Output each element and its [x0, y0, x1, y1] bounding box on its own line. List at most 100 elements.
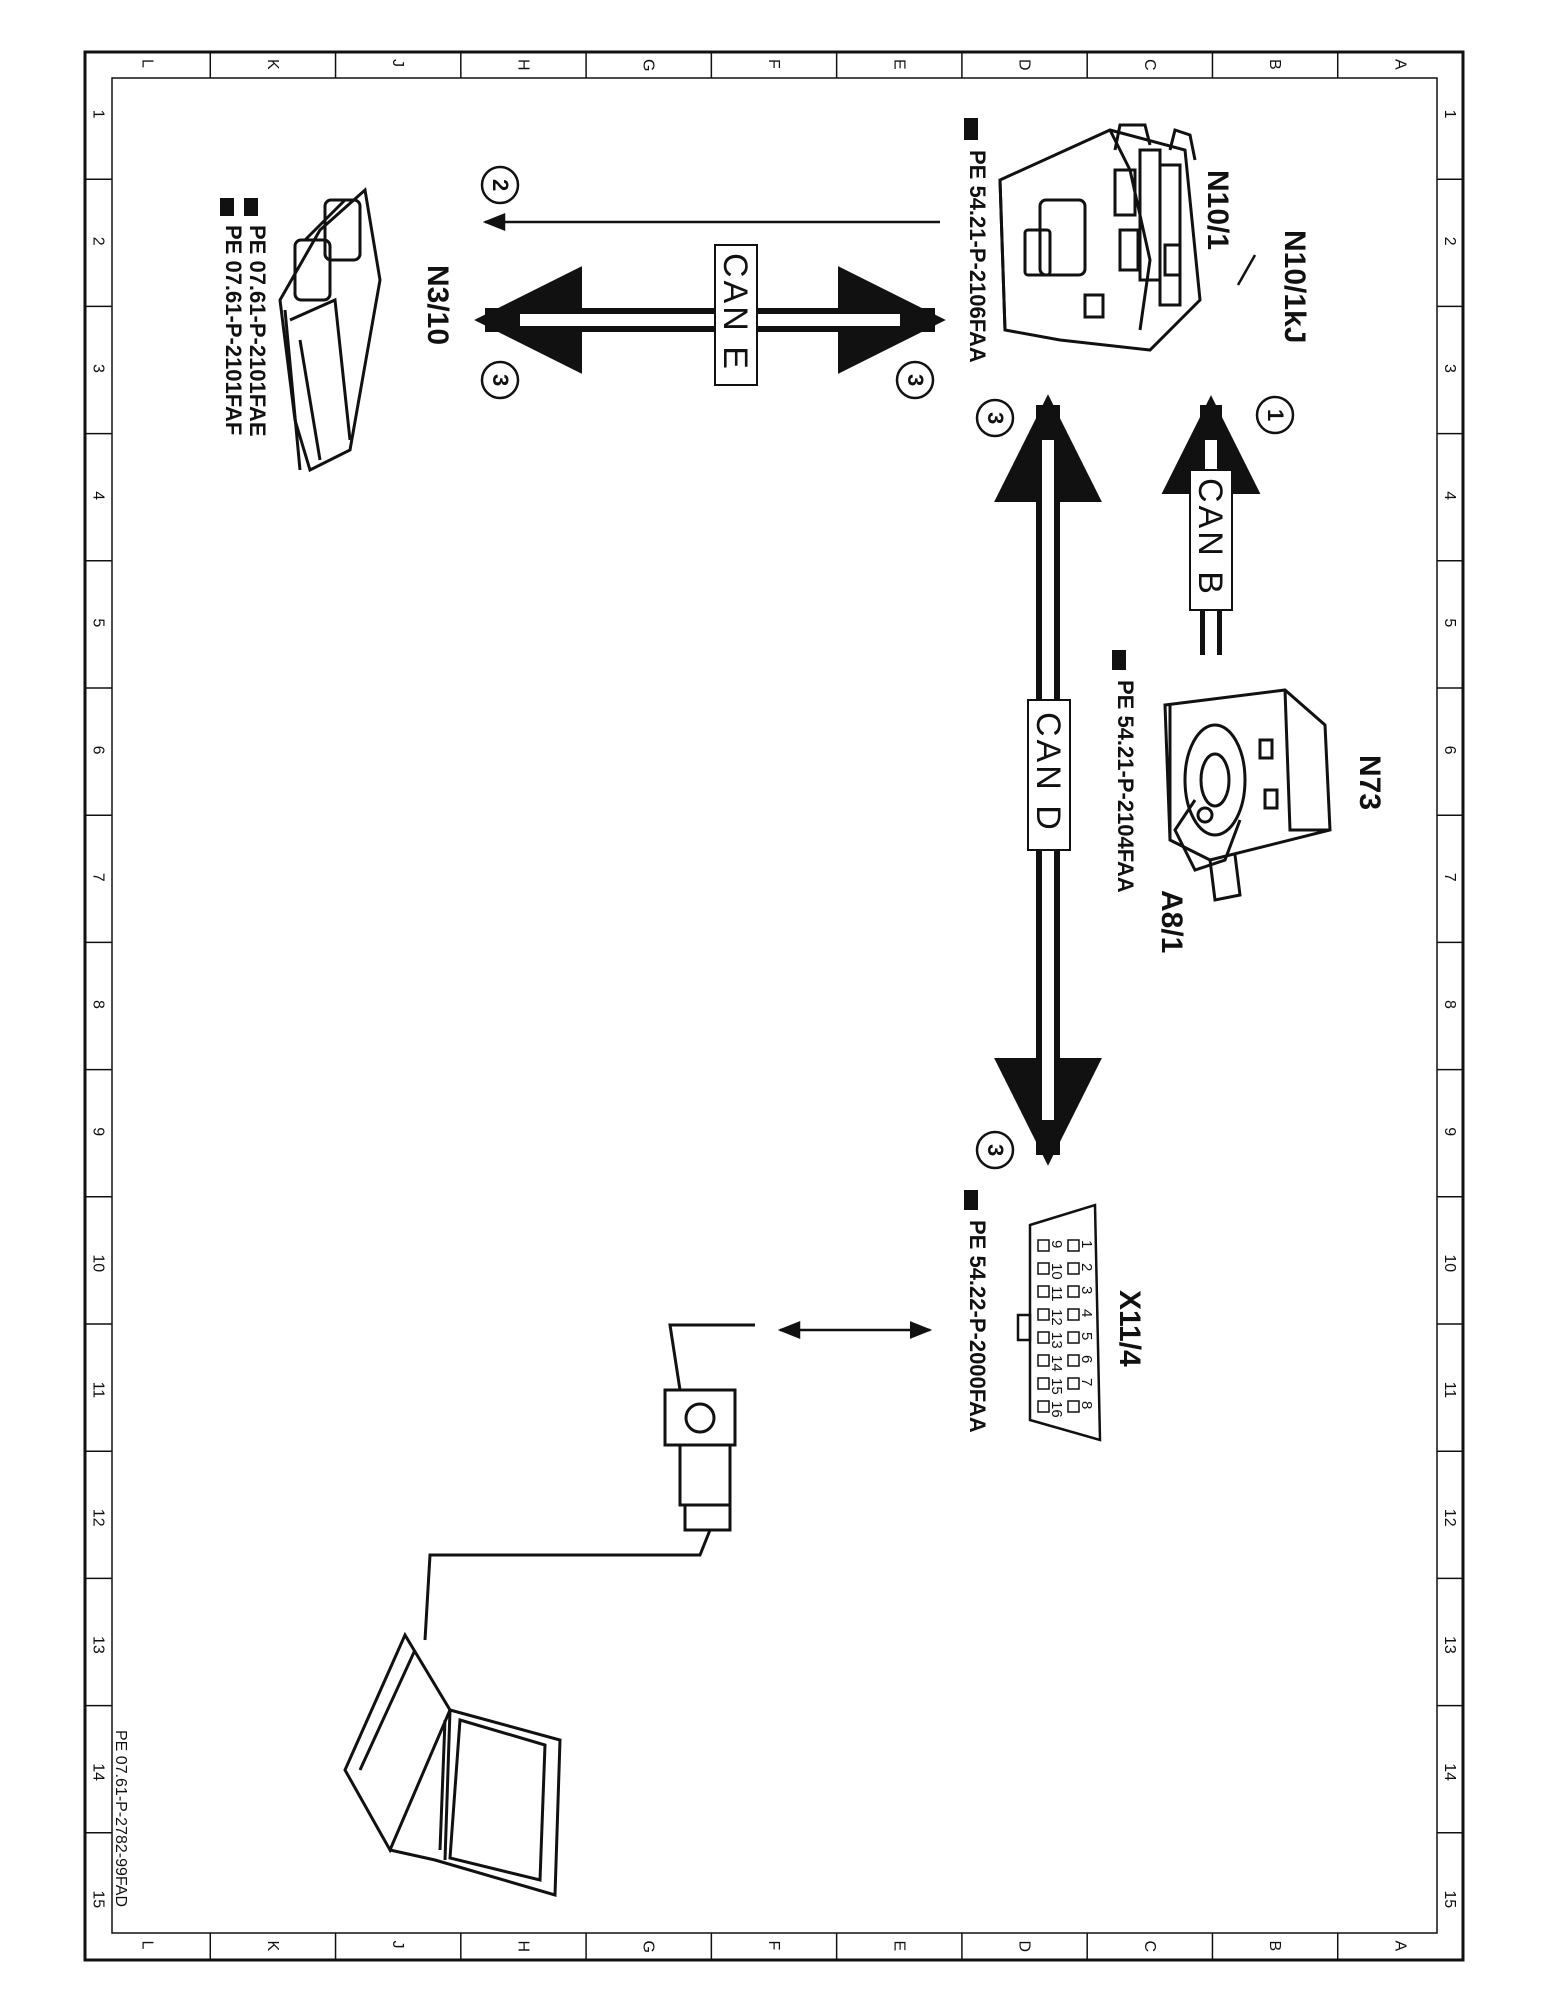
connector-pin: [1067, 1285, 1080, 1298]
grid-letter-bottom: G: [640, 1941, 657, 1953]
ezs-pe-reference: PE 54.21-P-2104FAA: [1113, 680, 1138, 893]
grid-number-right: 14: [1441, 1763, 1458, 1781]
connector-pin-number: 7: [1078, 1378, 1095, 1386]
connector-pin-number: 6: [1078, 1355, 1095, 1363]
grid-number-right: 6: [1441, 746, 1458, 755]
grid-letter-bottom: H: [514, 1941, 531, 1953]
connector-pin-number: 14: [1048, 1355, 1065, 1372]
grid-number-left: 15: [90, 1890, 107, 1908]
grid-letter-bottom: L: [139, 1941, 156, 1950]
callout-1: 1: [1255, 395, 1295, 435]
sam-pe-reference: PE 54.21-P-2106FAA: [965, 150, 990, 363]
connector-pin: [1067, 1400, 1080, 1413]
grid-letter-top: D: [1016, 59, 1033, 71]
grid-number-right: 8: [1441, 1000, 1458, 1009]
grid-number-left: 10: [90, 1254, 107, 1272]
callout-3-n3: 3: [480, 360, 520, 400]
connector-pin-number: 11: [1048, 1286, 1065, 1302]
n73-label: N73: [1353, 755, 1386, 810]
grid-letter-top: B: [1266, 59, 1283, 70]
connector-pin: [1037, 1285, 1050, 1298]
grid-letter-bottom: B: [1266, 1941, 1283, 1952]
sam-module-drawing: [998, 123, 1202, 352]
sam-pe-pointer-icon: [964, 118, 978, 140]
n10-label-separator: [1236, 254, 1257, 286]
connector-pin-number: 2: [1078, 1263, 1095, 1271]
can-e-label-box: [714, 244, 758, 386]
grid-number-right: 13: [1441, 1636, 1458, 1654]
can-b-label-box: [1189, 469, 1233, 611]
connector-pin: [1067, 1308, 1080, 1321]
connector-pin: [1067, 1354, 1080, 1367]
grid-number-right: 11: [1441, 1382, 1458, 1399]
connector-pin: [1037, 1400, 1050, 1413]
grid-number-right: 3: [1441, 364, 1458, 373]
diag-pe-pointer-icon: [964, 1190, 978, 1210]
grid-number-right: 12: [1441, 1509, 1458, 1527]
me-control-unit-drawing: [278, 187, 382, 473]
grid-letter-top: L: [139, 59, 156, 68]
diagnostic-plug-drawing: [423, 1323, 755, 1641]
callout-2: 2: [480, 165, 520, 205]
diagnostic-connector-drawing: [1016, 1203, 1102, 1442]
callout-3-can-d-bottom-number: 3: [983, 1144, 1008, 1156]
connector-pin: [1067, 1239, 1080, 1252]
connector-pin-number: 16: [1048, 1401, 1065, 1418]
ezs-module-drawing: [1163, 688, 1332, 902]
callout-3-can-e-number: 3: [903, 374, 928, 386]
connector-pin: [1067, 1377, 1080, 1390]
grid-letter-top: K: [264, 59, 281, 70]
a8-1-label: A8/1: [1155, 890, 1188, 953]
grid-letter-bottom: F: [765, 1941, 782, 1951]
grid-number-left: 2: [90, 237, 107, 246]
n3-10-label: N3/10: [421, 265, 454, 345]
grid-number-left: 6: [90, 746, 107, 755]
grid-letter-bottom: K: [264, 1941, 281, 1952]
grid-letter-top: G: [640, 59, 657, 71]
connector-pin: [1067, 1331, 1080, 1344]
grid-number-left: 12: [90, 1509, 107, 1527]
grid-letter-bottom: A: [1391, 1941, 1408, 1952]
footer-reference: PE 07.61-P-2782-99FAD: [112, 1730, 129, 1907]
grid-number-right: 4: [1441, 491, 1458, 500]
grid-letter-bottom: D: [1016, 1941, 1033, 1953]
grid-letter-bottom: E: [890, 1941, 907, 1952]
grid-number-right: 15: [1441, 1890, 1458, 1908]
grid-number-left: 9: [90, 1127, 107, 1136]
grid-number-right: 7: [1441, 873, 1458, 882]
me-pe-pointer-icon-1: [244, 198, 258, 216]
grid-number-left: 5: [90, 618, 107, 627]
grid-letter-bottom: J: [389, 1941, 406, 1949]
connector-pin: [1037, 1331, 1050, 1344]
connector-pin-number: 15: [1048, 1378, 1065, 1395]
connector-pin-number: 12: [1048, 1309, 1065, 1326]
callout-3-can-d-top-number: 3: [983, 412, 1008, 424]
diag-pe-reference: PE 54.22-P-2000FAA: [965, 1220, 990, 1433]
grid-number-right: 1: [1441, 110, 1458, 119]
connector-pin: [1037, 1377, 1050, 1390]
grid-letter-top: F: [765, 59, 782, 69]
grid-letter-top: C: [1141, 59, 1158, 71]
connector-pin-number: 8: [1078, 1401, 1095, 1409]
grid-number-left: 13: [90, 1636, 107, 1654]
callout-2-number: 2: [488, 179, 513, 191]
connector-pin-number: 10: [1048, 1263, 1065, 1280]
callout-1-number: 1: [1263, 409, 1288, 421]
callout-3-can-d-top: 3: [975, 398, 1015, 438]
outer-frame: [83, 50, 1465, 1962]
connector-pin: [1037, 1239, 1050, 1252]
can-d-label: CAN D: [1029, 712, 1067, 833]
grid-number-left: 1: [90, 110, 107, 119]
grid-number-left: 7: [90, 873, 107, 882]
connector-pin-number: 4: [1078, 1309, 1095, 1317]
connector-pin-number: 1: [1078, 1240, 1095, 1248]
grid-number-left: 3: [90, 364, 107, 373]
callout-3-can-e: 3: [895, 360, 935, 400]
grid-letter-top: J: [389, 59, 406, 67]
n10-1kj-label: N10/1kJ: [1278, 230, 1311, 343]
can-b-label: CAN B: [1191, 478, 1229, 597]
grid-number-left: 11: [90, 1382, 107, 1399]
connector-pin: [1037, 1354, 1050, 1367]
